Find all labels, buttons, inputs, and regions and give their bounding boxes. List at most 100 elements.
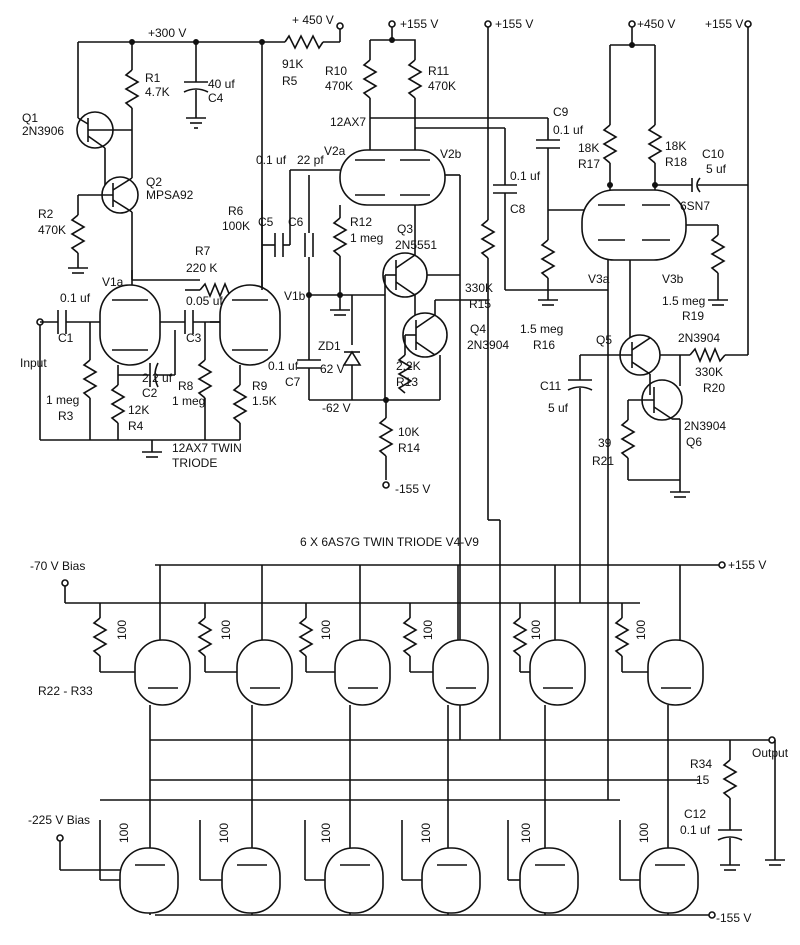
c4-val: 40 uf (208, 77, 235, 91)
v2a-label: V2a (324, 144, 346, 158)
c9-name: C9 (553, 105, 569, 119)
c12-val: 0.1 uf (680, 823, 711, 837)
q2-name: Q2 (146, 175, 162, 189)
r100-label: 100 (319, 620, 333, 640)
r11-val: 470K (428, 79, 456, 93)
c10-val: 5 uf (706, 162, 727, 176)
r100-label: 100 (634, 620, 648, 640)
rail-450v-a: + 450 V (292, 13, 334, 27)
q5-name: Q5 (596, 333, 612, 347)
c6-name: C6 (288, 215, 304, 229)
r100-label: 100 (319, 823, 333, 843)
r8-val: 1 meg (172, 394, 205, 408)
r3-name: R3 (58, 409, 74, 423)
q1-part: 2N3906 (22, 124, 64, 138)
r2-name: R2 (38, 207, 54, 221)
output-tubes-bottom (99, 799, 699, 914)
output-stage-title: 6 X 6AS7G TWIN TRIODE V4-V9 (300, 535, 479, 549)
r12-val: 1 meg (350, 231, 383, 245)
r100-label: 100 (419, 823, 433, 843)
tube-v5-lower (199, 820, 281, 914)
v2b-label: V2b (440, 147, 462, 161)
tube-v8-upper (512, 565, 586, 915)
r20-name: R20 (703, 381, 725, 395)
input-label: Input (20, 356, 47, 370)
tube-6sn7-label: 6SN7 (680, 199, 710, 213)
r11-name: R11 (428, 64, 449, 78)
r7-val: 220 K (186, 261, 217, 275)
bias-70-label: -70 V Bias (30, 559, 85, 573)
v3-wiring (567, 20, 752, 600)
r34-val: 15 (696, 773, 710, 787)
r100-label: 100 (219, 620, 233, 640)
c7-name: C7 (285, 375, 301, 389)
tube-v4-lower (99, 820, 179, 914)
c11-name: C11 (540, 379, 561, 393)
c10-name: C10 (702, 147, 724, 161)
r4-val: 12K (128, 403, 149, 417)
r13-name: R13 (396, 375, 418, 389)
c1-name: C1 (58, 331, 74, 345)
c8-name: C8 (510, 202, 526, 216)
q2-part: MPSA92 (146, 188, 194, 202)
r13-val: 2.2K (396, 359, 421, 373)
r22-r33-label: R22 - R33 (38, 684, 93, 698)
c2-name: C2 (142, 386, 158, 400)
rail-155v-a: +155 V (400, 17, 438, 31)
r8-name: R8 (178, 379, 194, 393)
tube-v5-upper (197, 565, 293, 915)
r2-val: 470K (38, 223, 66, 237)
twin-triode-label-2: TRIODE (172, 456, 217, 470)
rail-neg62: -62 V (322, 401, 351, 415)
r100-label: 100 (115, 620, 129, 640)
r100-label: 100 (519, 823, 533, 843)
tube-12ax7-label: 12AX7 (330, 115, 366, 129)
r5-name: R5 (282, 74, 298, 88)
r4-name: R4 (128, 419, 144, 433)
c12-name: C12 (684, 807, 706, 821)
rail-neg155-b: -155 V (716, 911, 751, 925)
tube-v9-upper (614, 565, 704, 915)
r6-name: R6 (228, 204, 244, 218)
tube-v6-lower (304, 820, 384, 914)
r20-val: 330K (695, 365, 723, 379)
c4-name: C4 (208, 91, 224, 105)
r100-label: 100 (637, 823, 651, 843)
v1b-label: V1b (284, 289, 306, 303)
c1-val: 0.1 uf (60, 291, 91, 305)
r17-val: 18K (578, 141, 599, 155)
c8-val: 0.1 uf (510, 169, 541, 183)
r17-name: R17 (578, 157, 600, 171)
r21-name: R21 (592, 454, 614, 468)
output-stage-wiring (56, 519, 785, 919)
r14-name: R14 (398, 441, 420, 455)
rail-300v: +300 V (148, 26, 186, 40)
zd1-name: ZD1 (318, 339, 341, 353)
r6-val: 100K (222, 219, 250, 233)
r34-name: R34 (690, 757, 712, 771)
driver-wiring (297, 174, 489, 700)
twin-triode-label: 12AX7 TWIN (172, 441, 242, 455)
q1-name: Q1 (22, 111, 38, 125)
c3-name: C3 (186, 331, 202, 345)
r10-name: R10 (325, 64, 347, 78)
rail-155v-out: +155 V (728, 558, 766, 572)
r19-name: R19 (682, 309, 704, 323)
r16-name: R16 (533, 338, 555, 352)
r1-val: 4.7K (145, 85, 170, 99)
zd1-val: 62 V (320, 362, 345, 376)
c9-val: 0.1 uf (553, 123, 584, 137)
bias-225-label: -225 V Bias (28, 813, 90, 827)
q3-name: Q3 (397, 222, 413, 236)
r100-label: 100 (421, 620, 435, 640)
output-tubes-top (92, 565, 704, 915)
tube-v4-upper (92, 565, 191, 915)
tube-v6-upper (298, 565, 391, 915)
tube-v7-lower (401, 820, 481, 914)
r18-name: R18 (665, 155, 687, 169)
q5-part: 2N3904 (678, 331, 720, 345)
q4-part: 2N3904 (467, 338, 509, 352)
q6-part: 2N3904 (684, 419, 726, 433)
r5-val: 91K (282, 57, 303, 71)
r100-label: 100 (529, 620, 543, 640)
